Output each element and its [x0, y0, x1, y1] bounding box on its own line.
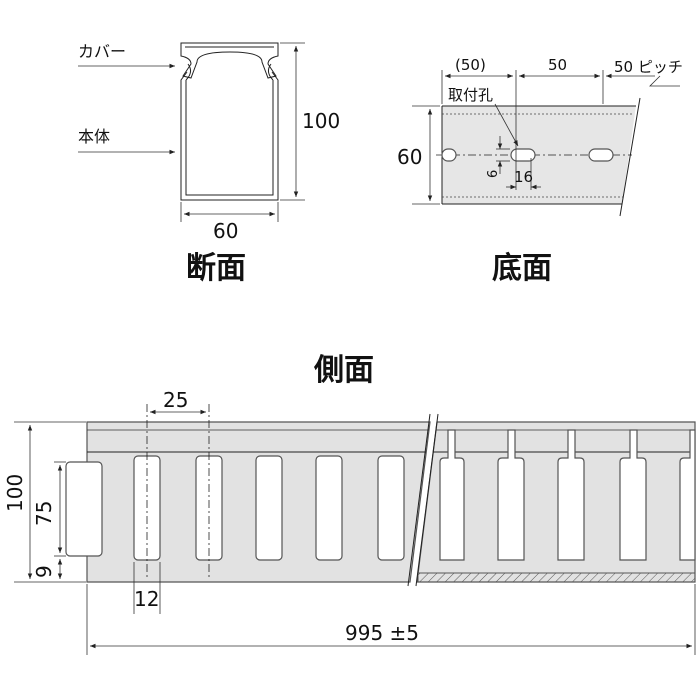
- side-view: 側面: [3, 353, 696, 655]
- side-vertical-dimensions: 100 75 9: [3, 421, 86, 583]
- mounting-hole-2: [588, 148, 614, 162]
- duct-body-profile: [180, 63, 279, 201]
- side-end-slot: [65, 461, 103, 557]
- side-slots-right: [439, 429, 696, 561]
- cross-section-view: カバー 本体 100 60 断面: [78, 42, 340, 286]
- cross-section-title: 断面: [186, 251, 246, 286]
- slot-width-value: 12: [134, 587, 159, 611]
- side-view-title: 側面: [313, 353, 374, 388]
- side-slot-open: [439, 429, 465, 561]
- mounting-hole-label: 取付孔: [448, 86, 493, 104]
- overall-length-dimension: 995 ±5: [86, 584, 696, 655]
- slot-pitch-value: 25: [163, 388, 188, 412]
- side-break-line-2: [415, 413, 439, 587]
- bottom-pitch-dimensions: (50) 50 50 ピッチ: [445, 56, 683, 87]
- side-slot: [315, 455, 343, 561]
- pitch-note: 50 ピッチ: [614, 58, 683, 76]
- hole-width-dimension: 6: [486, 136, 510, 178]
- bottom-width-value: 60: [397, 145, 422, 169]
- hatched-base-strip: [417, 572, 696, 583]
- side-bottom-gap-value: 9: [32, 565, 56, 578]
- cover-label: カバー: [78, 42, 126, 61]
- pitch-second-value: 50: [548, 56, 567, 74]
- side-slot-open: [497, 429, 525, 561]
- hole-length-dimension: 16: [506, 168, 541, 190]
- body-label: 本体: [78, 127, 110, 146]
- mounting-hole-1: [510, 148, 536, 162]
- hole-length-value: 16: [514, 168, 533, 186]
- hole-width-value: 6: [486, 170, 501, 178]
- bottom-view-title: 底面: [492, 251, 552, 286]
- duct-cover-profile: [180, 42, 279, 79]
- bottom-break-line: [619, 97, 641, 217]
- cross-section-height-value: 100: [302, 109, 340, 133]
- side-slot-open: [557, 429, 585, 561]
- cross-section-height-dimension: 100: [280, 42, 340, 201]
- side-slot: [255, 455, 283, 561]
- side-break-line-1: [407, 413, 431, 587]
- side-slot-open: [679, 429, 696, 561]
- bottom-width-dimension: 60: [397, 105, 440, 205]
- mounting-hole-leader: [494, 103, 519, 147]
- side-slot: [377, 455, 405, 561]
- side-slot-open: [619, 429, 647, 561]
- slot-width-dimension: 12: [133, 562, 161, 614]
- cross-section-width-value: 60: [213, 219, 238, 243]
- side-total-height-value: 100: [3, 474, 27, 512]
- cross-section-width-dimension: 60: [180, 202, 279, 243]
- overall-length-value: 995 ±5: [345, 621, 419, 645]
- mounting-hole-left: [441, 148, 457, 162]
- pitch-first-value: (50): [455, 56, 486, 74]
- side-slots-left: [133, 455, 405, 561]
- side-slot-height-value: 75: [32, 501, 56, 526]
- slot-pitch-dimension: 25: [150, 388, 206, 415]
- bottom-view: (50) 50 50 ピッチ 取付孔 6 16 60 底面: [397, 56, 683, 286]
